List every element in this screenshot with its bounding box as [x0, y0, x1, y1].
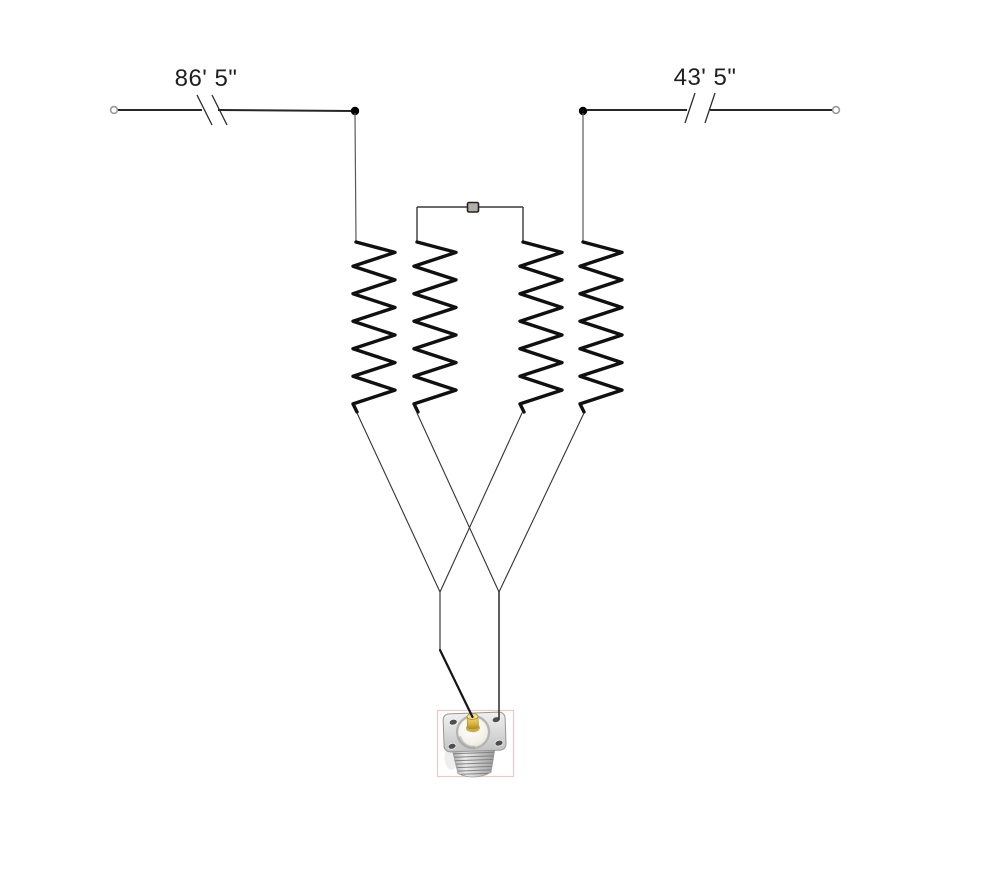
connector-mounting-holes [447, 716, 504, 750]
coil-3 [518, 240, 564, 414]
left-wire-length-label: 86' 5" [175, 65, 238, 92]
coil-1 [351, 240, 397, 414]
coil-2 [412, 240, 458, 414]
left-dropper-line [354, 112, 357, 243]
right-wire: 43' 5" [578, 64, 841, 124]
coil1-to-left-junction [356, 412, 441, 593]
right-wire-break-icon [684, 92, 716, 124]
coil4-to-right-junction [498, 412, 585, 593]
left-feed-to-center-pin [438, 648, 474, 719]
left-wire-segment [217, 109, 353, 112]
balun-section [351, 112, 624, 414]
so239-connector [436, 709, 515, 778]
left-wire-break-icon [196, 94, 228, 126]
coil2-to-right-junction [416, 412, 500, 593]
left-junction-dot [350, 106, 360, 116]
right-wire-length-label: 43' 5" [674, 64, 737, 91]
shorting-link-box [466, 201, 480, 213]
left-end-insulator-icon [109, 105, 119, 115]
right-end-insulator-icon [831, 105, 841, 115]
connector-threads [453, 751, 495, 775]
coil-tail-lines [356, 412, 585, 593]
feed-lines [356, 412, 585, 720]
connector-insulator-shading [457, 735, 476, 750]
coil3-to-left-junction [439, 412, 523, 593]
coil-4 [578, 240, 624, 414]
right-junction-dot [578, 106, 588, 116]
left-wire: 86' 5" [109, 65, 360, 126]
connector-barrel [451, 746, 496, 778]
